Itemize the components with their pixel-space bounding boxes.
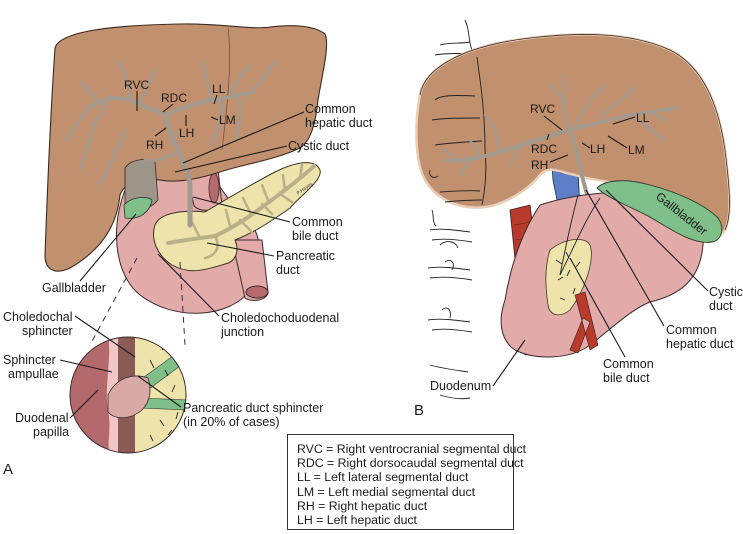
callout-cystic-duct-b: Cystic duct — [709, 285, 743, 313]
intestine-lumen — [245, 285, 269, 299]
abbreviation-legend: RVC = Right ventrocranial segmental duct… — [287, 434, 527, 530]
magnification-line-left — [89, 257, 138, 346]
gallbladder-b — [596, 180, 723, 243]
panel-b: Gallbladder RVC RDC RH LH LL LM Cystic d… — [414, 19, 743, 419]
callout-common-bile-duct-a: Common bile duct — [292, 215, 346, 243]
liver-b-outline — [419, 34, 730, 231]
legend-entry: RH = Right hepatic duct — [297, 498, 428, 513]
leader-lm-a — [210, 116, 219, 121]
callout-pancreatic-duct-sphincter: Pancreatic duct sphincter (in 20% of cas… — [183, 401, 327, 429]
leader-ll-a — [213, 94, 218, 105]
legend-entry: RDC = Right dorsocaudal segmental duct — [297, 456, 524, 471]
label-rh-b: RH — [531, 158, 548, 172]
liver-fissure — [221, 27, 230, 151]
pancreas-a — [153, 162, 321, 272]
panel-a: P.Hayes RVC RDC LL LM RH LH Co — [3, 23, 373, 478]
leader-rdc-b — [546, 133, 550, 141]
leader-cystic-duct-a — [174, 145, 288, 173]
leader-common-bile-duct-b — [569, 257, 626, 358]
label-rvc-a: RVC — [124, 78, 149, 92]
callout-duodenal-papilla: Duodenal papilla — [15, 411, 72, 439]
leader-rh-b — [549, 154, 569, 163]
label-rdc-a: RDC — [161, 91, 187, 105]
duodenum-lumen — [208, 172, 220, 204]
legend-entry: RVC = Right ventrocranial segmental duct — [297, 442, 527, 456]
leader-common-bile-duct-a — [192, 196, 291, 223]
callout-sphincter-ampullae: Sphincter ampullae — [3, 353, 59, 381]
leader-ll-b — [612, 116, 636, 125]
callout-choledochal-sphincter: Choledochal sphincter — [3, 310, 76, 338]
leader-rh-a — [154, 127, 167, 137]
callout-choledochoduodenal-junction: Choledochoduodenal junction — [220, 311, 343, 339]
legend-entry: LH = Left hepatic duct — [297, 513, 417, 528]
panel-label-a: A — [3, 461, 13, 478]
legend-entry: LM = Left medial segmental duct — [297, 484, 476, 499]
callout-common-bile-duct-b: Common bile duct — [603, 357, 657, 385]
duodenum-b-sketch — [559, 194, 601, 276]
label-ll-b: LL — [636, 111, 650, 125]
leader-choledochal-sphincter — [74, 315, 136, 358]
magnified-sphincter-view — [70, 337, 186, 453]
panel-label-b: B — [414, 402, 424, 419]
biliary-tree-a — [64, 60, 277, 228]
callout-pancreatic-duct-a: Pancreatic duct — [276, 249, 339, 277]
leader-duodenal-papilla — [69, 389, 99, 419]
label-rdc-b: RDC — [531, 142, 557, 156]
label-rh-a: RH — [146, 138, 163, 152]
label-lm-b: LM — [628, 143, 645, 157]
magnified-circle-outline — [69, 336, 187, 454]
pancreas-b-texture — [555, 251, 581, 301]
pancreatic-duct-a — [166, 163, 316, 260]
callout-duodenum-b: Duodenum — [430, 379, 491, 393]
legend-entry: LL = Left lateral segmental duct — [297, 470, 469, 485]
callout-common-hepatic-duct-a: Common hepatic duct — [305, 102, 373, 130]
leader-lh-b — [581, 142, 591, 149]
leader-lm-b — [607, 135, 628, 149]
label-rvc-b: RVC — [530, 102, 555, 116]
leader-pancreatic-duct-sphincter — [137, 375, 182, 408]
leader-rdc-a — [162, 103, 174, 113]
leader-cystic-duct-b — [605, 189, 709, 292]
ribs-sketch — [427, 19, 479, 400]
leader-sphincter-ampullae — [59, 359, 113, 373]
label-lh-a: LH — [179, 126, 194, 140]
label-lm-a: LM — [219, 113, 236, 127]
leader-gallbladder-a — [79, 213, 137, 282]
pancreas-b — [545, 239, 592, 316]
leader-rvc-b — [543, 115, 563, 131]
label-ll-a: LL — [212, 82, 226, 96]
biliary-tree-b — [443, 73, 677, 207]
liver-b-rib-marks — [429, 56, 487, 206]
leader-common-hepatic-duct-b — [585, 189, 665, 327]
mesenteric-artery — [569, 291, 599, 354]
callout-cystic-duct-a: Cystic duct — [288, 139, 350, 153]
leader-duodenum-b — [492, 339, 526, 387]
label-lh-b: LH — [590, 142, 605, 156]
leader-common-hepatic-duct-a — [182, 111, 305, 164]
callout-common-hepatic-duct-b: Common hepatic duct — [666, 323, 734, 351]
magnification-line-right — [179, 261, 186, 346]
leader-pancreatic-duct-a — [206, 242, 275, 257]
callout-gallbladder-a: Gallbladder — [42, 281, 106, 295]
leader-choledochoduodenal-junction — [157, 253, 220, 317]
